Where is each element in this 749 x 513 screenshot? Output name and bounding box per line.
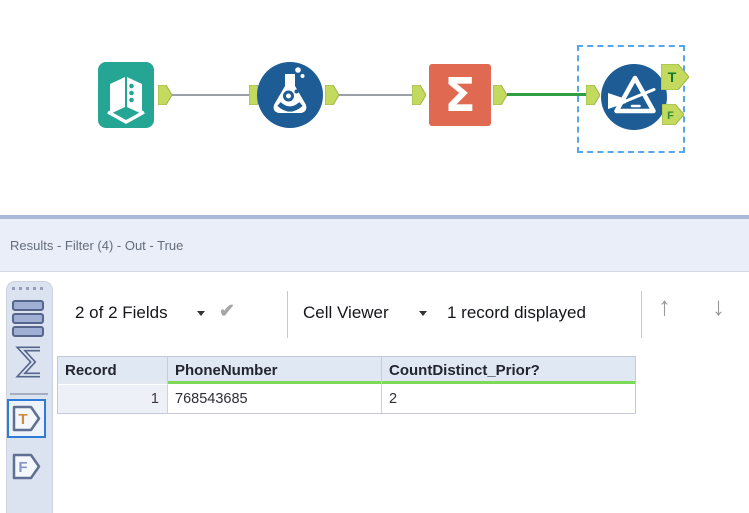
connection-summarize-filter[interactable] [507,93,586,96]
cell-countdistinct[interactable]: 2 [382,384,635,413]
false-anchor-label: F [667,110,674,122]
table-header-row: Record PhoneNumber CountDistinct_Prior? [58,357,635,384]
header-underline-green [168,381,381,384]
sigma-icon: Σ [444,68,476,122]
filter-selection-box [577,45,685,153]
summarize-view-button[interactable] [15,345,45,379]
column-header-phonenumber[interactable]: PhoneNumber [168,357,382,384]
filter-tool[interactable] [601,64,667,135]
false-anchor-icon [12,453,41,480]
table-icon [12,300,44,337]
panel-splitter[interactable] [0,215,749,219]
formula-output-anchor[interactable] [325,85,339,105]
toolbar-divider-2 [641,291,642,338]
formula-tool[interactable] [257,62,323,133]
results-title: Results - Filter (4) - Out - True [10,237,184,253]
down-arrow-button[interactable]: ↓ [712,291,725,321]
filter-input-anchor[interactable] [586,85,600,105]
filter-true-anchor[interactable]: T [661,64,689,90]
summarize-tool[interactable]: Σ [429,64,491,126]
table-view-button[interactable] [12,300,46,340]
cell-phonenumber[interactable]: 768543685 [168,384,382,413]
formula-flask-icon [257,62,323,128]
results-table: Record PhoneNumber CountDistinct_Prior? … [57,356,636,414]
fields-caret-icon[interactable] [197,311,205,316]
apply-checkmark-icon[interactable]: ✔ [219,301,235,322]
record-count-label: 1 record displayed [447,303,586,322]
header-underline-green [382,381,635,384]
fields-dropdown[interactable]: 2 of 2 Fields [75,303,168,322]
cell-viewer-caret-icon[interactable] [419,311,427,316]
sidebar-divider [10,393,48,395]
column-header-record[interactable]: Record [58,357,168,384]
true-anchor-icon: T [12,405,41,432]
up-arrow-button[interactable]: ↑ [658,291,671,321]
input-output-anchor[interactable] [158,85,172,105]
false-output-button[interactable]: F [11,450,42,483]
drag-grip-icon[interactable] [12,287,43,290]
header-underline [58,381,167,384]
table-row: 1 768543685 2 [58,384,635,413]
cell-viewer-dropdown[interactable]: Cell Viewer [303,303,389,322]
true-anchor-label: T [668,69,677,85]
input-data-tool[interactable] [98,62,154,133]
sigma-outline-icon [15,346,40,378]
sidebar-true-label: T [18,411,27,428]
filter-false-anchor[interactable]: F [662,104,684,125]
cell-record[interactable]: 1 [58,384,168,413]
input-data-book-icon [98,62,154,128]
column-header-countdistinct[interactable]: CountDistinct_Prior? [382,357,635,384]
filter-funnel-icon [601,64,667,130]
connection-input-formula[interactable] [172,94,249,96]
summarize-input-anchor[interactable] [412,85,426,105]
results-header: Results - Filter (4) - Out - True [0,219,749,272]
true-output-button[interactable]: T [7,399,46,438]
toolbar-divider [287,291,288,338]
sidebar-false-label: F [18,459,27,476]
connection-formula-summarize[interactable] [339,94,412,96]
summarize-output-anchor[interactable] [493,85,507,105]
